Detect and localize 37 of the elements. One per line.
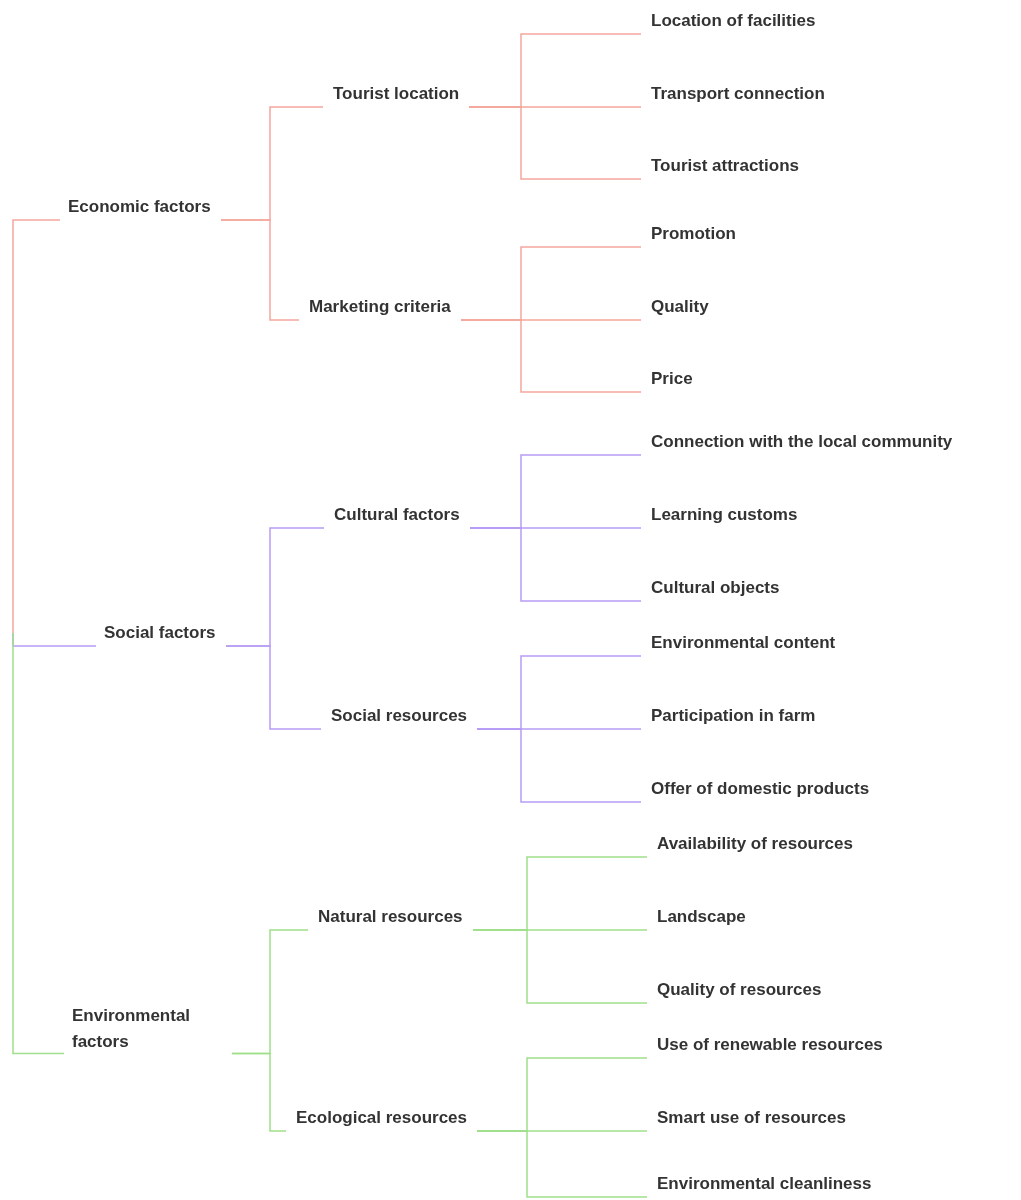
- node-label: Social factors: [104, 620, 216, 646]
- node-label: Price: [651, 366, 693, 392]
- node-label: Social resources: [331, 703, 468, 729]
- node-label: Location of facilities: [651, 8, 816, 34]
- node-label: Use of renewable resources: [657, 1032, 883, 1058]
- node-label: Ecological resources: [296, 1105, 468, 1131]
- node-label: Participation in farm: [651, 703, 816, 729]
- connector-line: [220, 219, 300, 321]
- node-label: Promotion: [651, 221, 736, 247]
- node-label: Environmental content: [651, 630, 836, 656]
- node-label: Environmental factors: [72, 1002, 222, 1054]
- connector-line: [12, 632, 65, 1055]
- connector-line: [472, 929, 648, 1004]
- node-label: Quality: [651, 294, 709, 320]
- connector-line: [469, 527, 642, 602]
- node-label: Availability of resources: [657, 831, 853, 857]
- node-label: Smart use of resources: [657, 1105, 846, 1131]
- node-label: Tourist location: [333, 81, 460, 107]
- node-label: Economic factors: [68, 194, 211, 220]
- node-label: Environmental cleanliness: [657, 1171, 872, 1197]
- connector-line: [476, 728, 642, 803]
- node-label: Transport connection: [651, 81, 825, 107]
- connector-line: [231, 1052, 287, 1132]
- connector-line: [225, 645, 322, 730]
- node-label: Cultural factors: [334, 502, 460, 528]
- connector-line: [460, 319, 642, 393]
- node-label: Marketing criteria: [309, 294, 451, 320]
- node-label: Cultural objects: [651, 575, 780, 601]
- node-label: Offer of domestic products: [651, 776, 870, 802]
- node-label: Tourist attractions: [651, 153, 799, 179]
- connector-line: [468, 106, 642, 180]
- node-label: Connection with the local community: [651, 429, 953, 455]
- node-label: Natural resources: [318, 904, 463, 930]
- connector-line: [12, 219, 61, 634]
- node-label: Learning customs: [651, 502, 798, 528]
- node-label: Quality of resources: [657, 977, 822, 1003]
- node-label: Landscape: [657, 904, 746, 930]
